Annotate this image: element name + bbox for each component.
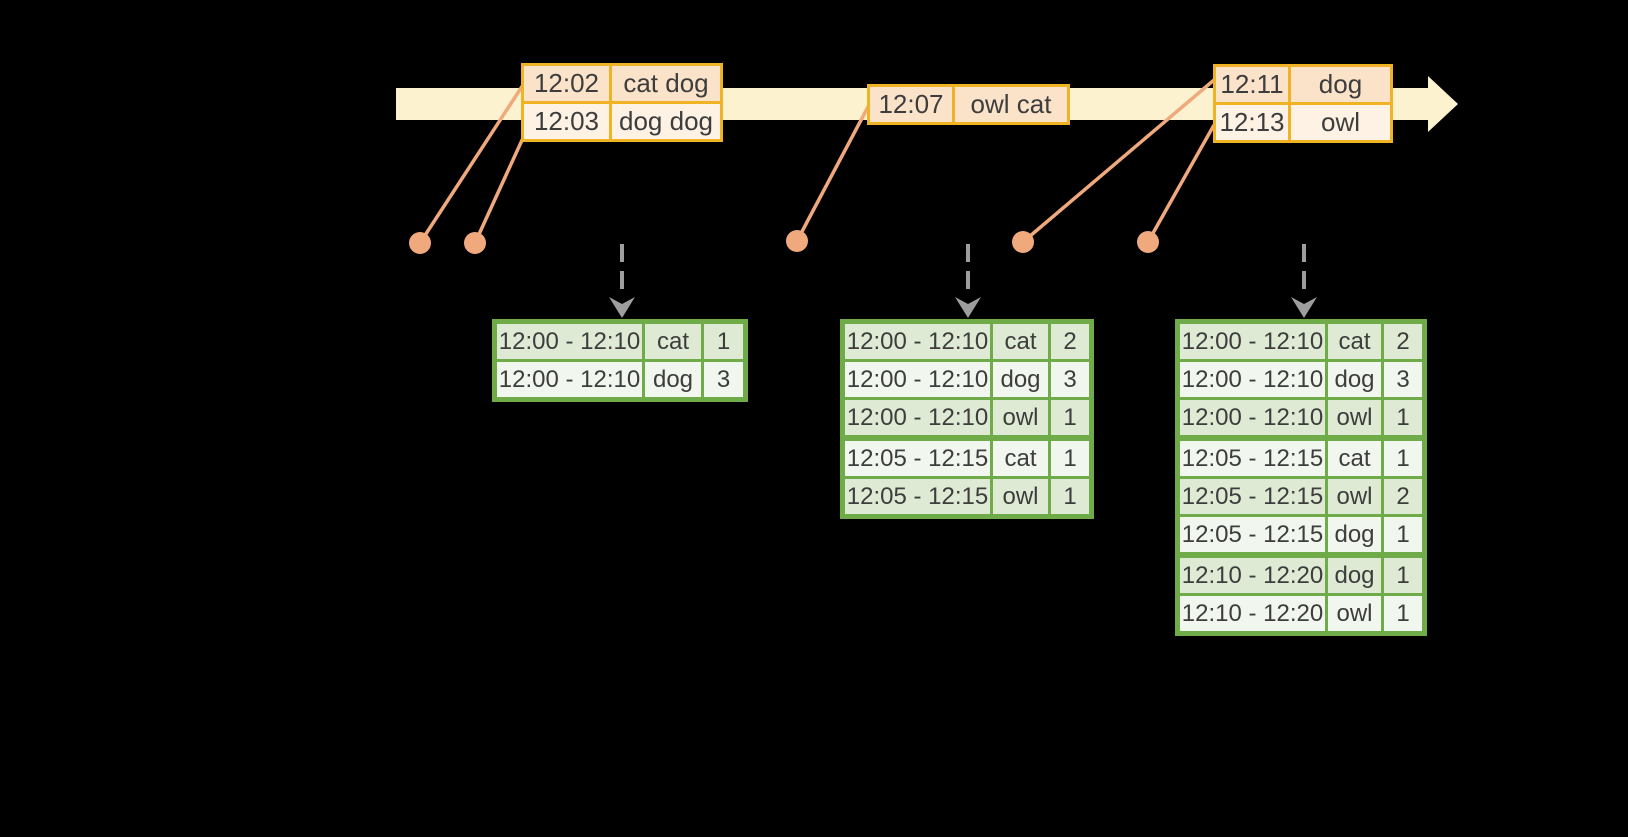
event-time-cell: 12:11 xyxy=(1216,67,1288,102)
result-window-cell: 12:05 - 12:15 xyxy=(1180,441,1325,476)
result-window-cell: 12:10 - 12:20 xyxy=(1180,558,1325,593)
event-table: 12:02 cat dog 12:03 dog dog xyxy=(521,63,723,142)
result-word-cell: dog xyxy=(1328,558,1381,593)
event-time-cell: 12:13 xyxy=(1216,105,1288,140)
trigger-arrow-icon xyxy=(1291,244,1317,318)
result-count-cell: 1 xyxy=(1384,517,1422,552)
result-word-cell: dog xyxy=(645,362,701,397)
result-row: 12:00 - 12:10 owl 1 xyxy=(1180,400,1422,435)
result-row: 12:10 - 12:20 owl 1 xyxy=(1180,596,1422,631)
event-words-cell: cat dog xyxy=(612,66,720,101)
result-row: 12:00 - 12:10 owl 1 xyxy=(845,400,1089,435)
event-time-cell: 12:03 xyxy=(524,104,609,139)
result-word-cell: cat xyxy=(1328,324,1381,359)
trigger-arrow-icon xyxy=(955,244,981,318)
result-row: 12:00 - 12:10 dog 3 xyxy=(1180,362,1422,397)
result-row: 12:05 - 12:15 cat 1 xyxy=(1180,441,1422,476)
event-row: 12:13 owl xyxy=(1216,105,1390,140)
result-row: 12:00 - 12:10 dog 3 xyxy=(497,362,743,397)
event-words-cell: dog dog xyxy=(612,104,720,139)
result-count-cell: 3 xyxy=(704,362,743,397)
result-window-cell: 12:05 - 12:15 xyxy=(1180,479,1325,514)
result-word-cell: owl xyxy=(1328,596,1381,631)
result-word-cell: dog xyxy=(993,362,1048,397)
trigger-arrow-icon xyxy=(609,244,635,318)
result-window-cell: 12:00 - 12:10 xyxy=(1180,324,1325,359)
result-window-cell: 12:00 - 12:10 xyxy=(497,324,642,359)
result-row: 12:05 - 12:15 owl 1 xyxy=(845,479,1089,514)
timeline-arrowhead-icon xyxy=(1428,76,1458,132)
result-row: 12:05 - 12:15 owl 2 xyxy=(1180,479,1422,514)
event-time-dot-icon xyxy=(464,232,486,254)
event-words-cell: owl xyxy=(1291,105,1390,140)
event-connector-line xyxy=(473,137,525,244)
event-words-cell: dog xyxy=(1291,67,1390,102)
result-word-cell: owl xyxy=(1328,400,1381,435)
event-connector-line xyxy=(795,104,871,242)
result-word-cell: cat xyxy=(1328,441,1381,476)
result-window-cell: 12:00 - 12:10 xyxy=(1180,362,1325,397)
event-table: 12:07 owl cat xyxy=(867,84,1070,125)
event-time-cell: 12:07 xyxy=(870,87,952,122)
result-window-cell: 12:00 - 12:10 xyxy=(1180,400,1325,435)
result-count-cell: 1 xyxy=(1384,558,1422,593)
event-row: 12:07 owl cat xyxy=(870,87,1067,122)
result-count-cell: 3 xyxy=(1051,362,1089,397)
result-count-cell: 2 xyxy=(1384,324,1422,359)
result-word-cell: owl xyxy=(993,400,1048,435)
event-row: 12:11 dog xyxy=(1216,67,1390,102)
result-table: 12:00 - 12:10 cat 2 12:00 - 12:10 dog 3 … xyxy=(840,319,1094,519)
event-time-cell: 12:02 xyxy=(524,66,609,101)
event-words-cell: owl cat xyxy=(955,87,1067,122)
result-row: 12:00 - 12:10 cat 2 xyxy=(845,324,1089,359)
event-row: 12:03 dog dog xyxy=(524,104,720,139)
event-time-dot-icon xyxy=(786,230,808,252)
result-word-cell: dog xyxy=(1328,362,1381,397)
event-time-dot-icon xyxy=(409,232,431,254)
result-window-cell: 12:05 - 12:15 xyxy=(1180,517,1325,552)
result-window-cell: 12:05 - 12:15 xyxy=(845,441,990,476)
result-count-cell: 1 xyxy=(1051,441,1089,476)
event-connector-line xyxy=(418,84,525,244)
result-row: 12:10 - 12:20 dog 1 xyxy=(1180,558,1422,593)
result-window-cell: 12:00 - 12:10 xyxy=(845,324,990,359)
result-count-cell: 2 xyxy=(1384,479,1422,514)
result-word-cell: cat xyxy=(645,324,701,359)
result-row: 12:05 - 12:15 cat 1 xyxy=(845,441,1089,476)
event-time-dot-icon xyxy=(1012,231,1034,253)
result-word-cell: owl xyxy=(1328,479,1381,514)
result-window-cell: 12:00 - 12:10 xyxy=(845,362,990,397)
event-time-dot-icon xyxy=(1137,231,1159,253)
result-word-cell: cat xyxy=(993,441,1048,476)
result-row: 12:00 - 12:10 cat 2 xyxy=(1180,324,1422,359)
result-window-cell: 12:00 - 12:10 xyxy=(497,362,642,397)
result-count-cell: 2 xyxy=(1051,324,1089,359)
result-window-cell: 12:00 - 12:10 xyxy=(845,400,990,435)
result-row: 12:00 - 12:10 dog 3 xyxy=(845,362,1089,397)
result-count-cell: 1 xyxy=(1051,400,1089,435)
result-window-cell: 12:10 - 12:20 xyxy=(1180,596,1325,631)
result-count-cell: 3 xyxy=(1384,362,1422,397)
event-row: 12:02 cat dog xyxy=(524,66,720,101)
result-count-cell: 1 xyxy=(1384,441,1422,476)
result-count-cell: 1 xyxy=(1051,479,1089,514)
result-count-cell: 1 xyxy=(704,324,743,359)
result-count-cell: 1 xyxy=(1384,400,1422,435)
result-window-cell: 12:05 - 12:15 xyxy=(845,479,990,514)
event-connector-line xyxy=(1021,78,1216,244)
result-table: 12:00 - 12:10 cat 1 12:00 - 12:10 dog 3 xyxy=(492,319,748,402)
result-word-cell: cat xyxy=(993,324,1048,359)
result-table: 12:00 - 12:10 cat 2 12:00 - 12:10 dog 3 … xyxy=(1175,319,1427,636)
event-table: 12:11 dog 12:13 owl xyxy=(1213,64,1393,143)
result-word-cell: dog xyxy=(1328,517,1381,552)
result-row: 12:00 - 12:10 cat 1 xyxy=(497,324,743,359)
result-count-cell: 1 xyxy=(1384,596,1422,631)
event-connector-line xyxy=(1146,124,1216,243)
result-row: 12:05 - 12:15 dog 1 xyxy=(1180,517,1422,552)
result-word-cell: owl xyxy=(993,479,1048,514)
